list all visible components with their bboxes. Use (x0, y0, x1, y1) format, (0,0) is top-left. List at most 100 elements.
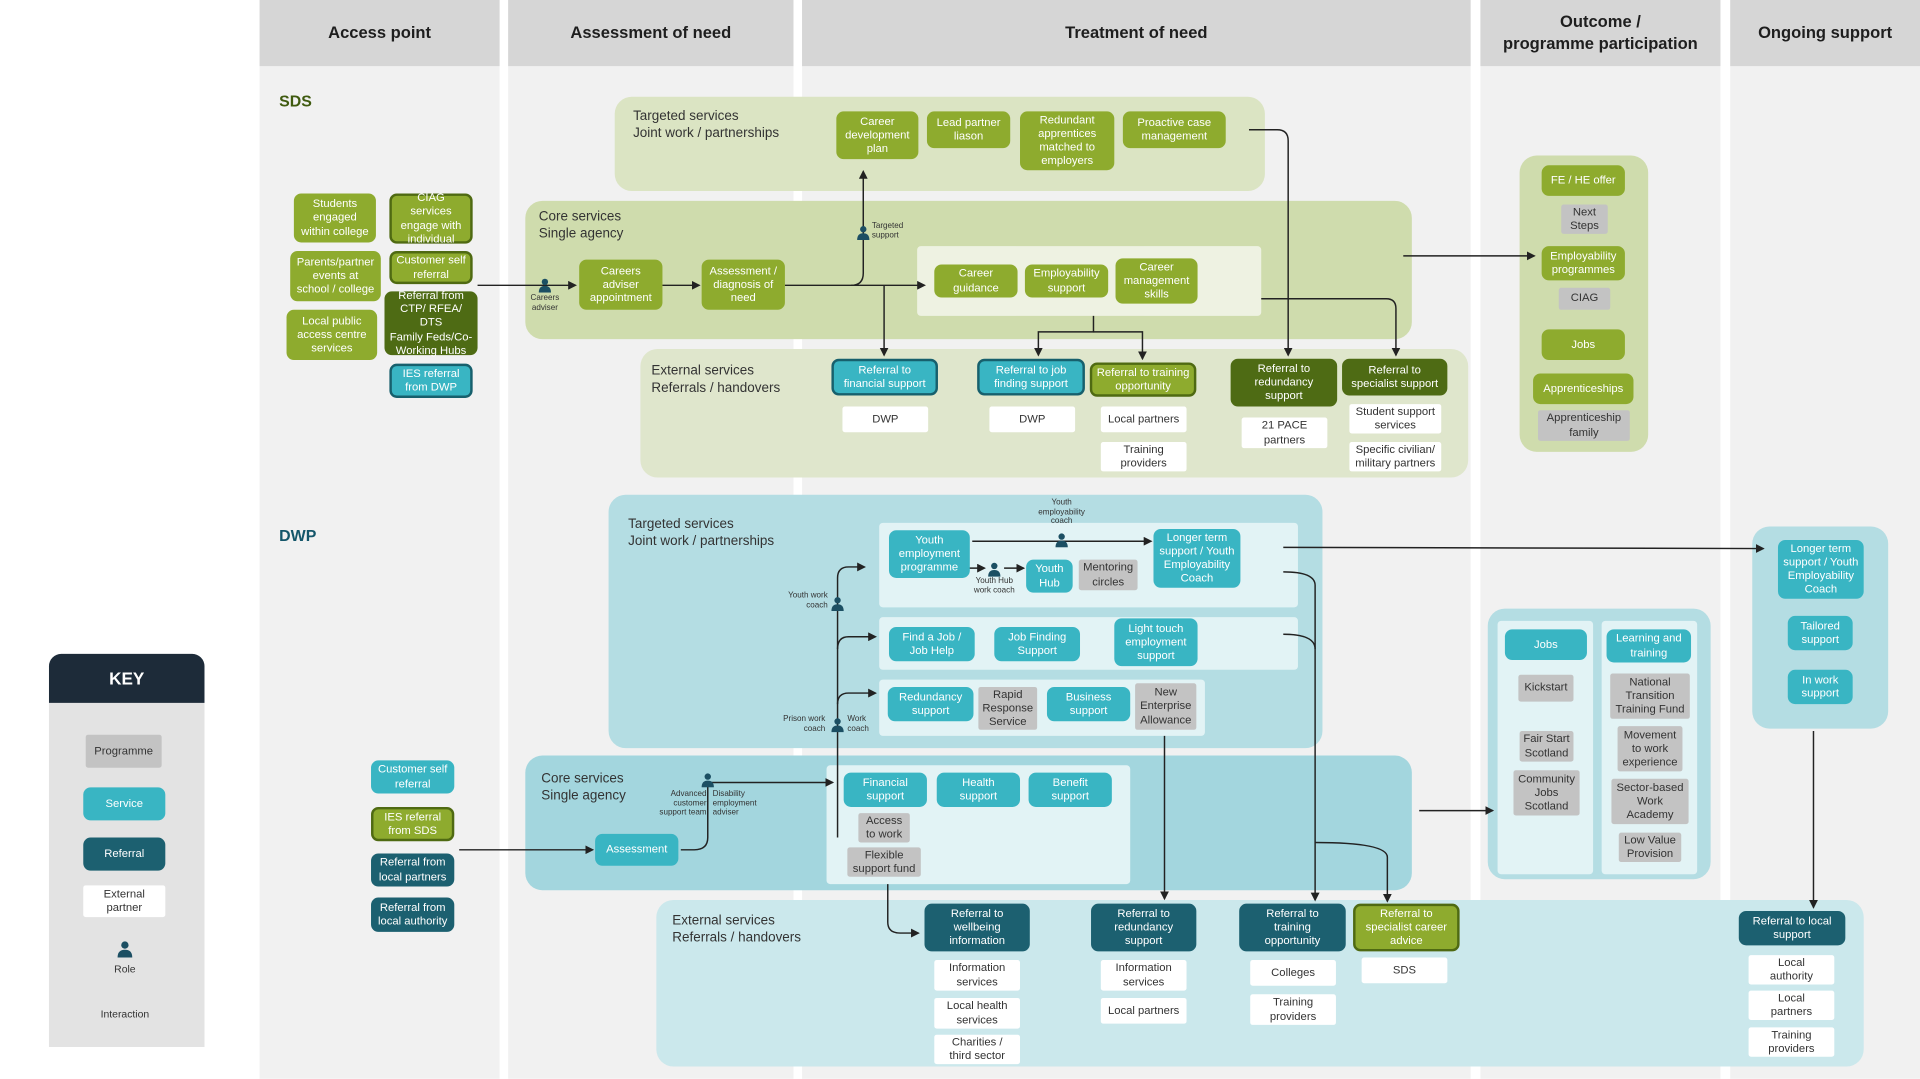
key-interaction-label: Interaction (100, 1007, 150, 1021)
dwp-find-a-job: Find a Job / Job Help (888, 626, 975, 662)
sds-referral-financial-support: Referral to financial support (831, 358, 938, 396)
dwp-referral-redundancy: Referral to redundancy support (1091, 903, 1197, 952)
dwp-external-colleges: Colleges (1250, 960, 1336, 986)
dwp-referral-wellbeing: Referral to wellbeing information (924, 903, 1030, 952)
sds-proactive-case-management: Proactive case management (1122, 111, 1226, 149)
column-header-ongoing: Ongoing support (1730, 0, 1920, 67)
dwp-external-training-providers: Training providers (1250, 994, 1336, 1025)
dwp-outcome-sector-based: Sector-based Work Academy (1611, 778, 1689, 825)
key-service: Service (83, 787, 166, 821)
key-role-label: Role (114, 962, 136, 975)
dwp-health-support: Health support (936, 772, 1021, 807)
sds-external-specific-civilian: Specific civilian/ military partners (1349, 442, 1442, 472)
dwp-job-finding-support: Job Finding Support (994, 626, 1081, 662)
key-external-partner: External partner (83, 885, 166, 918)
dwp-ongoing-longer-term: Longer term support / Youth Employabilit… (1777, 540, 1864, 599)
sds-access-customer-self: Customer self referral (389, 251, 473, 285)
sds-external-local-partners: Local partners (1100, 406, 1187, 433)
work-coach-role-icon (830, 716, 845, 733)
careers-adviser-role-icon (538, 277, 553, 293)
dwp-external-information-services-2: Information services (1100, 960, 1187, 991)
targeted-support-role-icon (856, 224, 871, 241)
sds-outcome-ciag: CIAG (1558, 287, 1611, 310)
sds-career-management-skills: Career management skills (1115, 258, 1198, 304)
dwp-ongoing-training-providers: Training providers (1748, 1027, 1835, 1057)
dwp-outcome-kickstart: Kickstart (1518, 674, 1574, 702)
sds-outcome-fe-he-offer: FE / HE offer (1541, 165, 1625, 196)
sds-referral-job-finding: Referral to job finding support (977, 358, 1085, 396)
sds-referral-training-opportunity: Referral to training opportunity (1089, 362, 1197, 397)
dwp-ongoing-tailored: Tailored support (1787, 615, 1853, 651)
youth-employability-coach-label: Youth employability coach (1038, 498, 1085, 526)
youth-work-coach-role-icon (830, 595, 845, 612)
region-label-sds-core: Core services Single agency (538, 209, 624, 242)
dwp-outcome-fair-start: Fair Start Scotland (1519, 731, 1574, 762)
region-label-sds-external: External services Referrals / handovers (651, 363, 781, 396)
dwp-rapid-response-service: Rapid Response Service (978, 686, 1038, 730)
sds-access-local-public: Local public access centre services (286, 309, 378, 361)
dwp-business-support: Business support (1046, 686, 1131, 722)
region-label-sds-targeted: Targeted services Joint work / partnersh… (633, 108, 780, 141)
sds-referral-redundancy-support: Referral to redundancy support (1230, 358, 1338, 407)
sds-careers-adviser-appointment: Careers adviser appointment (579, 259, 663, 310)
key-legend: KEY (48, 653, 205, 1047)
dwp-assessment: Assessment (595, 833, 679, 866)
dwp-benefit-support: Benefit support (1028, 772, 1112, 807)
dwp-ongoing-local-authority: Local authority (1748, 955, 1835, 985)
dwp-light-touch-employment: Light touch employment support (1114, 618, 1198, 667)
youth-work-coach-label: Youth work coach (788, 591, 828, 610)
prison-work-coach-label: Prison work coach (783, 715, 826, 733)
key-referral: Referral (83, 837, 166, 871)
section-label-sds: SDS (279, 91, 312, 111)
sds-career-guidance: Career guidance (934, 264, 1018, 298)
dwp-outcome-national-transition: National Transition Training Fund (1610, 673, 1690, 719)
sds-employability-support: Employability support (1024, 264, 1109, 298)
sds-access-ciag: CIAG services engage with individual (389, 191, 473, 245)
sds-outcome-apprenticeship-family: Apprenticeship family (1537, 410, 1630, 441)
sds-referral-specialist-support: Referral to specialist support (1342, 358, 1448, 396)
dwp-access-to-work: Access to work (858, 813, 910, 843)
dwp-access-ies-referral: IES referral from SDS (371, 806, 455, 842)
dwp-mentoring-circles: Mentoring circles (1078, 559, 1138, 591)
dwp-external-sds: SDS (1361, 957, 1448, 984)
sds-access-referral-ctp: Referral from CTP/ RFEA/ DTS Family Feds… (384, 289, 478, 356)
youth-hub-work-coach-role-icon (987, 561, 1002, 577)
dwp-referral-training: Referral to training opportunity (1239, 903, 1346, 952)
dwp-external-charities: Charities / third sector (934, 1034, 1021, 1065)
careers-adviser-label: Careers adviser (530, 293, 560, 312)
dwp-referral-specialist-career: Referral to specialist career advice (1353, 903, 1460, 952)
sds-access-parents: Parents/partner events at school / colle… (290, 251, 381, 302)
youth-employability-coach-role-icon (1054, 531, 1069, 548)
dwp-access-referral-local-partners: Referral from local partners (371, 853, 455, 887)
dwp-access-customer-self: Customer self referral (371, 760, 455, 794)
dwp-longer-term-support-coach: Longer term support / Youth Employabilit… (1153, 528, 1241, 588)
dwp-flexible-support-fund: Flexible support fund (847, 847, 921, 877)
sds-outcome-employability-programmes: Employability programmes (1541, 246, 1625, 281)
dwp-outcome-jobs: Jobs (1504, 629, 1587, 661)
sds-external-dwp-2: DWP (989, 406, 1076, 433)
section-label-dwp: DWP (279, 526, 317, 545)
region-label-dwp-external: External services Referrals / handovers (672, 913, 802, 946)
sds-external-pace-partners: 21 PACE partners (1241, 417, 1328, 449)
sds-redundant-apprentices: Redundant apprentices matched to employe… (1020, 111, 1115, 171)
dwp-external-local-partners: Local partners (1100, 997, 1187, 1024)
column-header-outcome: Outcome / programme participation (1480, 0, 1721, 67)
dwp-outcome-low-value: Low Value Provision (1618, 832, 1682, 863)
dwp-ongoing-local-partners: Local partners (1748, 990, 1835, 1021)
column-header-assessment: Assessment of need (508, 0, 794, 67)
dwp-access-referral-local-authority: Referral from local authority (371, 897, 455, 932)
region-label-dwp-core: Core services Single agency (541, 771, 626, 804)
dwp-youth-employment-programme: Youth employment programme (888, 530, 970, 578)
dwp-referral-local-support: Referral to local support (1738, 911, 1846, 946)
key-title: KEY (48, 653, 205, 703)
sds-outcome-jobs: Jobs (1541, 329, 1625, 361)
key-programme: Programme (85, 734, 162, 768)
dwp-external-information-services-1: Information services (934, 960, 1021, 991)
region-label-dwp-targeted: Targeted services Joint work / partnersh… (628, 516, 775, 549)
sds-external-dwp-1: DWP (842, 406, 929, 433)
dwp-outcome-movement-to-work: Movement to work experience (1617, 726, 1683, 772)
dwp-ongoing-in-work: In work support (1787, 669, 1853, 705)
column-header-treatment: Treatment of need (802, 0, 1471, 67)
advanced-support-role-icon (700, 771, 715, 788)
